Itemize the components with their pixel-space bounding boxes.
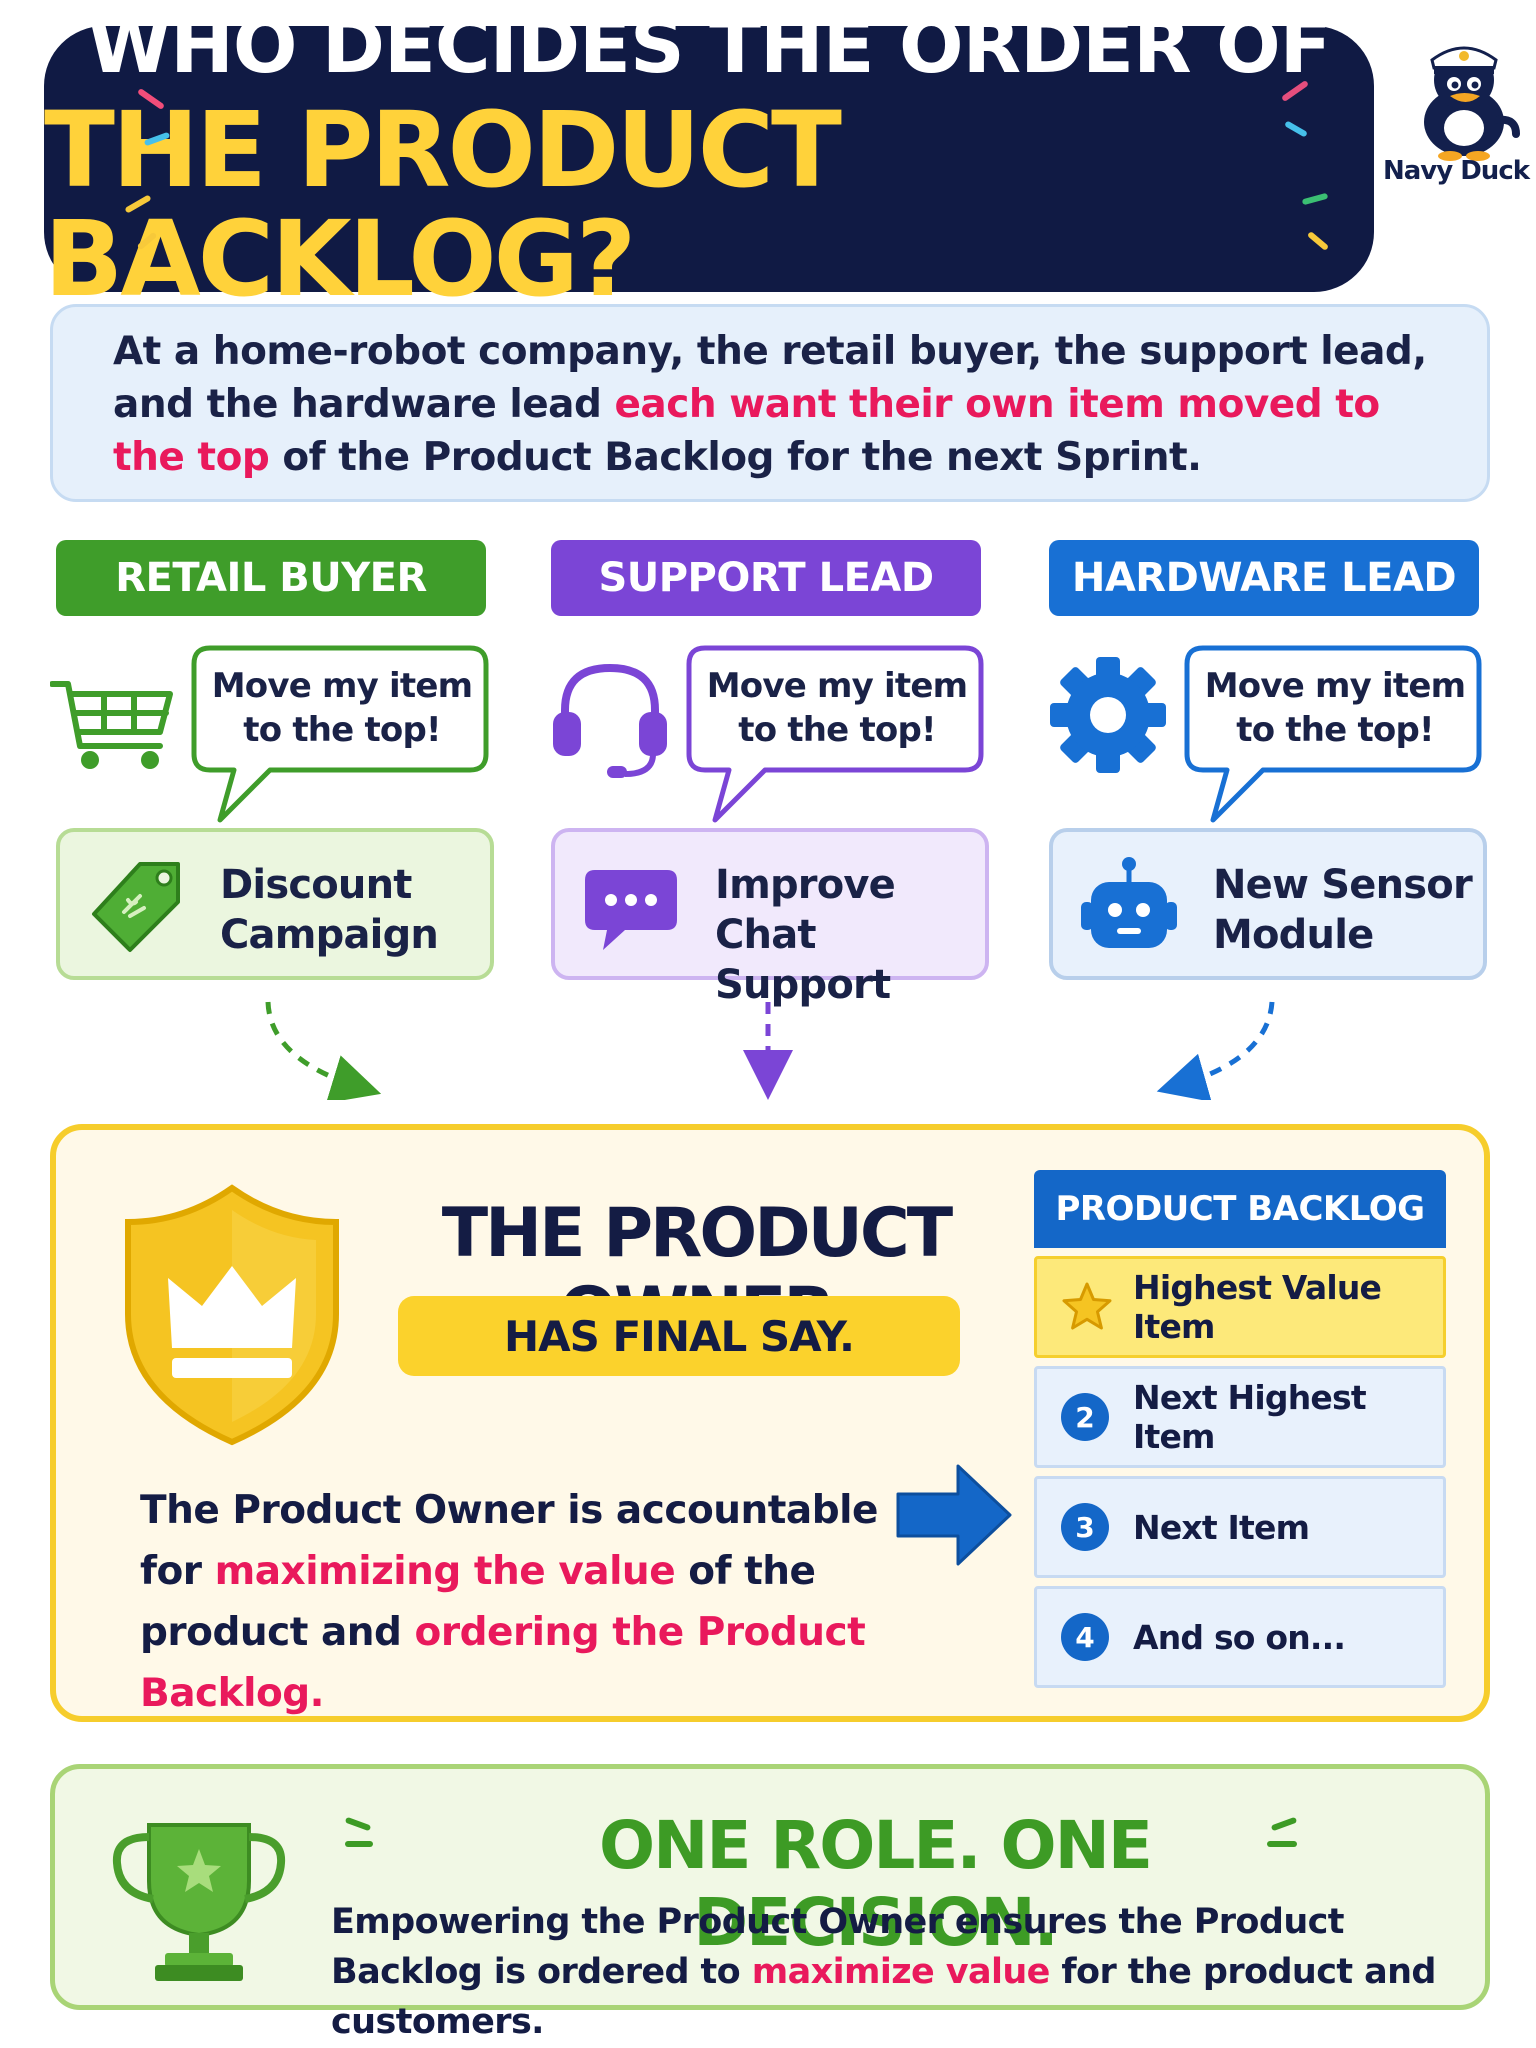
- footer-body-text: Empowering the Product Owner ensures the…: [331, 1902, 1345, 1992]
- description-highlight: ordering the Product Backlog.: [140, 1610, 866, 1716]
- item-card-discount-campaign: Discount Campaign: [56, 828, 494, 980]
- stakeholder-hardware-lead: HARDWARE LEAD Move my item to the top!: [1043, 540, 1493, 990]
- backlog-item-label: And so on...: [1133, 1617, 1346, 1657]
- backlog-item: 3 Next Item: [1034, 1476, 1446, 1578]
- brand-name: Navy Duck: [1382, 156, 1530, 186]
- description-highlight: maximizing the value: [214, 1549, 676, 1594]
- item-label: Improve Chat Support: [715, 862, 896, 1008]
- gear-icon: [1050, 657, 1166, 773]
- title-line-1: WHO DECIDES THE ORDER OF: [87, 1, 1331, 91]
- star-icon: [1062, 1282, 1112, 1330]
- chat-bubble-icon: [585, 870, 677, 950]
- intro-text-end: of the Product Backlog for the next Spri…: [269, 435, 1202, 480]
- headset-icon: [553, 663, 667, 778]
- backlog-item-label: Next Highest Item: [1133, 1378, 1367, 1456]
- stakeholder-retail-buyer: RETAIL BUYER Move my item to the top! Di…: [50, 540, 500, 990]
- final-say-badge: HAS FINAL SAY.: [398, 1296, 960, 1376]
- intro-highlight: each want their own item moved to the to…: [113, 382, 1380, 480]
- speech-bubble-text: Move my item to the top!: [211, 666, 473, 750]
- scenario-intro: At a home-robot company, the retail buye…: [50, 304, 1490, 502]
- footer-body: Empowering the Product Owner ensures the…: [331, 1897, 1451, 2047]
- item-card-improve-chat-support: Improve Chat Support: [551, 828, 989, 1008]
- role-header-retail-buyer: RETAIL BUYER: [56, 540, 486, 616]
- accent-dash: [1267, 1841, 1297, 1847]
- price-tag-icon: [92, 862, 180, 952]
- trophy-icon: [112, 1823, 286, 1981]
- role-header-hardware-lead: HARDWARE LEAD: [1049, 540, 1479, 616]
- footer-summary: ONE ROLE. ONE DECISION. Empowering the P…: [50, 1764, 1490, 2042]
- stakeholder-support-lead: SUPPORT LEAD Move my item to the top! Im…: [545, 540, 995, 1008]
- speech-bubble: [686, 645, 984, 823]
- backlog-item-number: 3: [1061, 1503, 1109, 1551]
- speech-bubble-text: Move my item to the top!: [706, 666, 968, 750]
- backlog-item-label: Highest Value Item: [1133, 1268, 1382, 1346]
- product-backlog-list: PRODUCT BACKLOG Highest Value Item 2 Nex…: [1034, 1170, 1446, 1688]
- description-text: of the product and: [140, 1549, 816, 1655]
- role-header-support-lead: SUPPORT LEAD: [551, 540, 981, 616]
- footer-highlight: maximize value: [751, 1952, 1051, 1992]
- speech-bubble: [191, 645, 489, 823]
- speech-bubble: [1184, 645, 1482, 823]
- item-card-new-sensor-module: New Sensor Module: [1049, 828, 1487, 980]
- title-line-2: THE PRODUCT BACKLOG?: [44, 88, 842, 320]
- description-text: The Product Owner is accountable for: [140, 1488, 878, 1594]
- intro-text: At a home-robot company, the retail buye…: [113, 329, 1427, 427]
- flow-arrows: [265, 1001, 1275, 1100]
- robot-icon: [1081, 857, 1177, 948]
- backlog-item-number: 2: [1061, 1393, 1109, 1441]
- shopping-cart-icon: [50, 681, 173, 769]
- title-banner: WHO DECIDES THE ORDER OF THE PRODUCT BAC…: [44, 4, 1374, 313]
- crown-shield-icon: [125, 1184, 339, 1446]
- duck-mascot-icon: [1424, 46, 1520, 161]
- footer-title: ONE ROLE. ONE DECISION.: [599, 1807, 1153, 1961]
- backlog-item: 2 Next Highest Item: [1034, 1366, 1446, 1468]
- flow-arrow-retail: [265, 1001, 382, 1100]
- right-arrow-icon: [896, 1464, 1012, 1566]
- backlog-item-label: Next Item: [1133, 1507, 1310, 1547]
- product-owner-panel: THE PRODUCT OWNER HAS FINAL SAY. The Pro…: [50, 1124, 1490, 1722]
- flow-arrow-hardware: [1156, 1001, 1275, 1100]
- speech-bubble-text: Move my item to the top!: [1204, 666, 1466, 750]
- accent-dash: [345, 1841, 373, 1847]
- item-label: Discount Campaign: [220, 862, 439, 958]
- item-label: New Sensor Module: [1213, 862, 1473, 958]
- backlog-item-number: 4: [1061, 1613, 1109, 1661]
- product-backlog-header: PRODUCT BACKLOG: [1034, 1170, 1446, 1248]
- footer-body-text: for the product and customers.: [331, 1952, 1436, 2042]
- backlog-item: 4 And so on...: [1034, 1586, 1446, 1688]
- product-owner-description: The Product Owner is accountable for max…: [140, 1480, 900, 1724]
- accent-dash: [344, 1816, 372, 1832]
- backlog-item: Highest Value Item: [1034, 1256, 1446, 1358]
